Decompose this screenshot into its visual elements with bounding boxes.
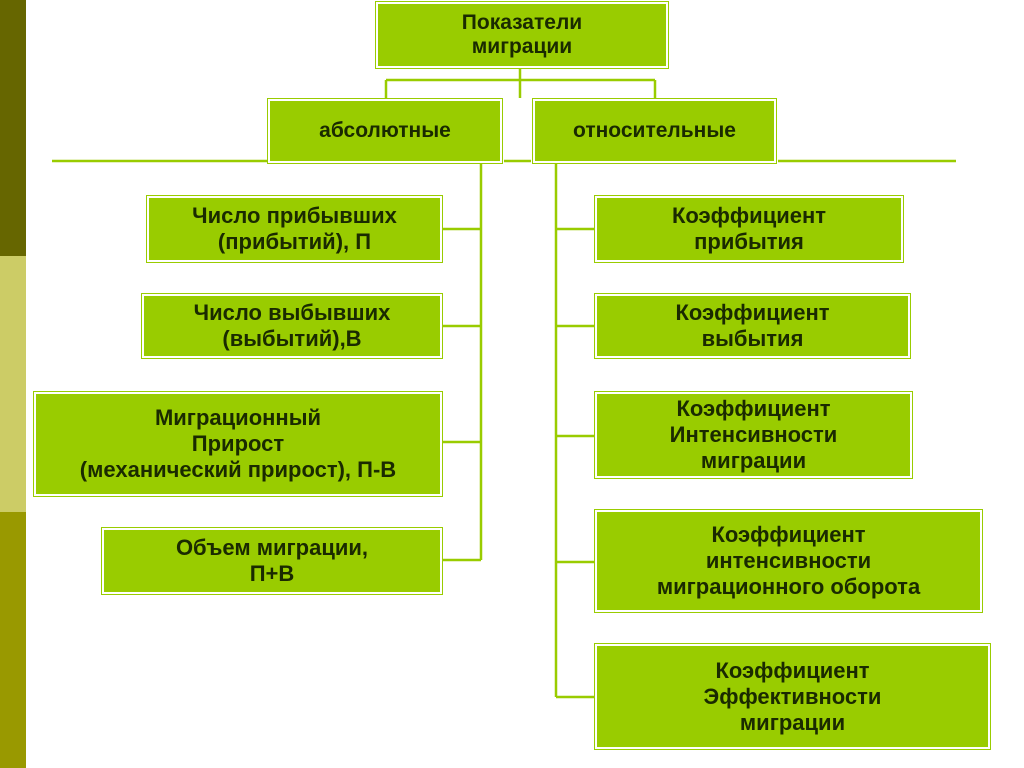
absolute-item-net-migration: Миграционный Прирост (механический приро… <box>33 391 443 497</box>
relative-item-migration-intensity: Коэффициент Интенсивности миграции <box>594 391 913 479</box>
relative-item-arrival-rate: Коэффициент прибытия <box>594 195 904 263</box>
absolute-item-migration-volume: Объем миграции, П+В <box>101 527 443 595</box>
root-node: Показатели миграции <box>375 1 669 69</box>
sidebar-stripe-dark <box>0 0 26 256</box>
sidebar-stripe-light <box>0 256 26 512</box>
relative-item-turnover-intensity: Коэффициент интенсивности миграционного … <box>594 509 983 613</box>
absolute-item-departures: Число выбывших (выбытий),В <box>141 293 443 359</box>
sidebar-stripe-olive <box>0 512 26 768</box>
absolute-item-arrivals: Число прибывших (прибытий), П <box>146 195 443 263</box>
relative-item-migration-efficiency: Коэффициент Эффективности миграции <box>594 643 991 750</box>
relative-item-departure-rate: Коэффициент выбытия <box>594 293 911 359</box>
category-relative: относительные <box>532 98 777 164</box>
category-absolute: абсолютные <box>267 98 503 164</box>
